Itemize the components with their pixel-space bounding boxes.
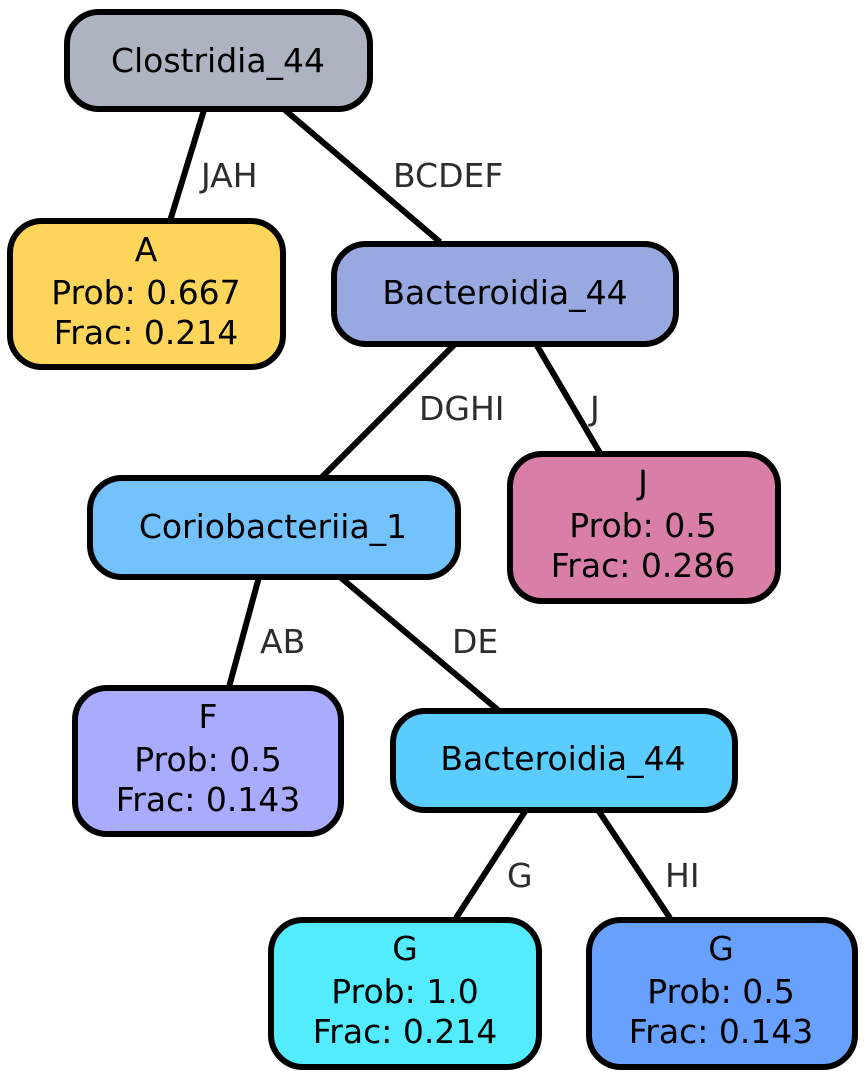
node-leaf-j-frac: Frac: 0.286: [551, 546, 736, 585]
edge-label-dghi: DGHI: [419, 389, 505, 428]
node-leaf-a-prob: Prob: 0.667: [51, 273, 240, 312]
node-leaf-f-box: [72, 685, 344, 837]
node-leaf-g2: G Prob: 0.5 Frac: 0.143: [586, 917, 858, 1070]
node-leaf-a: A Prob: 0.667 Frac: 0.214: [7, 218, 286, 370]
node-leaf-j-class: J: [636, 463, 648, 502]
node-leaf-g2-prob: Prob: 0.5: [647, 972, 794, 1011]
node-leaf-g2-class: G: [708, 929, 734, 968]
node-clostridia-box: [64, 9, 373, 112]
node-leaf-a-class: A: [135, 230, 158, 269]
node-leaf-f-frac: Frac: 0.143: [116, 780, 301, 819]
node-bacteroidia-1: Bacteroidia_44: [331, 241, 679, 347]
node-leaf-g1-prob: Prob: 1.0: [331, 972, 478, 1011]
node-bacteroidia-1-label: Bacteroidia_44: [382, 273, 627, 312]
edge-root-to-a: [167, 109, 207, 222]
edge-root-to-bacteroidia: [283, 107, 442, 245]
edge-bacteroidia2-to-g1: [453, 808, 529, 920]
node-coriobacteriia: Coriobacteriia_1: [87, 475, 461, 580]
node-leaf-g1-class: G: [392, 929, 418, 968]
node-leaf-f-prob: Prob: 0.5: [134, 740, 281, 779]
node-leaf-g2-box: [586, 917, 858, 1070]
edge-label-g: G: [507, 856, 533, 895]
node-leaf-j-box: [507, 451, 781, 604]
node-leaf-g1-frac: Frac: 0.214: [313, 1012, 498, 1051]
node-leaf-a-box: [7, 218, 286, 370]
edge-bacteroidia-to-coriobacteriia: [319, 341, 458, 480]
node-leaf-g2-frac: Frac: 0.143: [629, 1012, 814, 1051]
node-clostridia: Clostridia_44: [64, 9, 373, 112]
node-leaf-f-class: F: [199, 697, 218, 736]
node-bacteroidia-1-box: [331, 241, 679, 347]
edge-label-bcdef: BCDEF: [393, 156, 503, 195]
node-leaf-j: J Prob: 0.5 Frac: 0.286: [507, 451, 781, 604]
node-clostridia-label: Clostridia_44: [111, 41, 325, 80]
edge-label-hi: HI: [665, 856, 700, 895]
edge-coriobacteriia-to-bacteroidia2: [338, 574, 500, 713]
edge-bacteroidia2-to-g2: [595, 808, 673, 920]
node-leaf-g1-box: [268, 917, 542, 1070]
node-bacteroidia-2-box: [390, 708, 738, 813]
edge-label-jah: JAH: [199, 156, 258, 195]
node-bacteroidia-2: Bacteroidia_44: [390, 708, 738, 813]
edge-label-ab: AB: [260, 622, 305, 661]
node-leaf-g1: G Prob: 1.0 Frac: 0.214: [268, 917, 542, 1070]
edge-label-de: DE: [452, 622, 498, 661]
node-coriobacteriia-label: Coriobacteriia_1: [139, 507, 407, 546]
edge-label-j: J: [588, 389, 600, 428]
node-coriobacteriia-box: [87, 475, 461, 580]
edge-bacteroidia-to-j: [533, 342, 603, 455]
node-bacteroidia-2-label: Bacteroidia_44: [440, 739, 685, 778]
node-leaf-f: F Prob: 0.5 Frac: 0.143: [72, 685, 344, 837]
node-leaf-j-prob: Prob: 0.5: [569, 506, 716, 545]
edge-coriobacteriia-to-f: [226, 576, 262, 688]
node-leaf-a-frac: Frac: 0.214: [54, 313, 239, 352]
